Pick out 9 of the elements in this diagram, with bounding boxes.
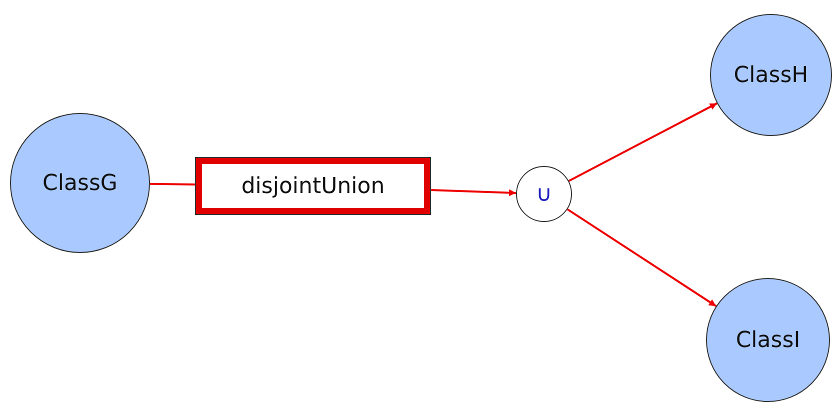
- arrow: [430, 189, 516, 196]
- arrow: [568, 102, 718, 182]
- union-symbol: ∪: [536, 182, 552, 206]
- property-box: [196, 158, 430, 214]
- node-label: ClassH: [734, 62, 808, 88]
- node-label: ClassI: [736, 328, 800, 352]
- node-label: disjointUnion: [241, 174, 385, 198]
- arrow: [566, 208, 717, 307]
- node-label: ClassG: [42, 170, 118, 196]
